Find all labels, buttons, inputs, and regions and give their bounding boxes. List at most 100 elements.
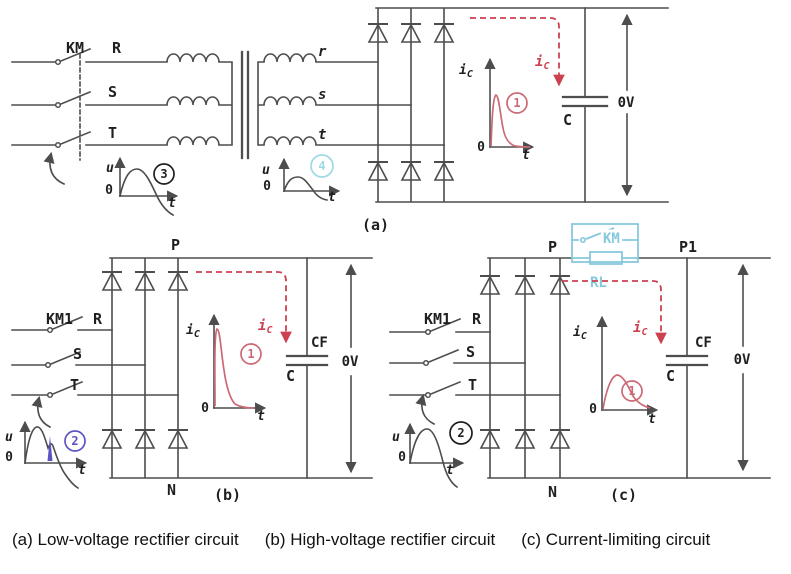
km-relay-label: KM (603, 231, 620, 247)
node-p-label: P (171, 236, 180, 254)
km-switch-blades (59, 47, 92, 146)
km1-switch-pivot (422, 359, 430, 367)
origin-label: 0 (5, 450, 13, 465)
switch-close-arrow (43, 151, 66, 186)
bridge-rails (375, 7, 669, 203)
km-contactor-label: KM (66, 39, 84, 57)
phase-t-label: T (108, 124, 117, 142)
origin-label: 0 (263, 179, 271, 194)
bypass-box-outline (571, 223, 639, 263)
u-axis-label: u (5, 430, 13, 445)
node-n-label: N (167, 481, 176, 499)
km-switch-pivot (54, 141, 62, 149)
u-axis-label: u (106, 161, 114, 176)
capacitor-plates (665, 354, 709, 367)
panel-a-label: (a) (362, 216, 389, 234)
phase-t-label: T (468, 376, 477, 394)
origin-label: 0 (201, 401, 209, 416)
secondary-r-label: r (318, 44, 327, 60)
switch-close-arrow (415, 393, 436, 426)
phase-r-label: R (472, 310, 482, 328)
km1-switch-pivot (44, 361, 52, 369)
waveform-number: 2 (457, 426, 464, 440)
caption-a: (a) Low-voltage rectifier circuit (12, 530, 239, 549)
km-switch-pivot (579, 237, 586, 244)
origin-label: 0 (477, 140, 485, 155)
cf-label: CF (695, 335, 712, 351)
waveform-number: 2 (71, 434, 78, 448)
ic-surge-curve (490, 94, 531, 148)
capacitor-label: C (563, 111, 572, 129)
km-rl-bypass-box: KM RL (571, 223, 639, 294)
t-axis-label: t (522, 148, 530, 163)
sine-wave (282, 176, 328, 201)
ic-waveform-graph: iC 0 t 1 (186, 313, 267, 424)
t-axis-label: t (446, 463, 454, 478)
secondary-coil (263, 53, 317, 63)
capacitor-plates (561, 95, 609, 108)
t-axis-label: t (328, 190, 336, 205)
phase-t-label: T (70, 376, 79, 394)
km1-switch-pivot (46, 326, 54, 334)
km1-switch-blades (49, 315, 84, 396)
capacitor-label: C (666, 367, 675, 385)
capacitor-plates (285, 354, 329, 367)
ic-axis-label: iC (573, 325, 587, 342)
circuit-c-current-limiting: KM1 R S T P P1 N KM RL C CF 0V (389, 223, 771, 504)
ov-label: 0V (618, 95, 635, 111)
waveform-number-circle (449, 421, 473, 445)
bridge-rails (487, 257, 771, 479)
waveform-number: 1 (513, 96, 520, 110)
phase-s-label: S (466, 343, 475, 361)
t-axis-label: t (168, 196, 176, 211)
u-axis-label: u (262, 163, 270, 178)
rl-resistor-label: RL (590, 275, 607, 291)
secondary-s-label: s (318, 87, 326, 103)
capacitor-label: C (286, 367, 295, 385)
ic-current-path-dashed (470, 17, 565, 87)
transformer-core (240, 50, 250, 160)
ic-waveform-graph: iC 0 t 1 (459, 57, 535, 163)
caption-c: (c) Current-limiting circuit (521, 530, 711, 549)
km1-switch-pivot (424, 328, 432, 336)
ic-current-label: iC (633, 320, 647, 338)
primary-coil (166, 96, 220, 106)
waveform-number-circle (153, 163, 175, 185)
caption-b: (b) High-voltage rectifier circuit (264, 530, 496, 549)
ic-current-path-dashed (196, 271, 292, 344)
ic-waveform-graph: iC 0 t 1 (573, 315, 659, 427)
km-switch-pivot (54, 101, 62, 109)
phase-wires (11, 61, 445, 146)
mains-voltage-graph: u 0 t 3 (105, 156, 179, 217)
km1-contactor-label: KM1 (46, 310, 73, 328)
ic-axis-label: iC (186, 323, 200, 340)
phase-wires (11, 329, 179, 396)
origin-label: 0 (105, 183, 113, 198)
km-switch-pivot (54, 58, 62, 66)
km1-switch-blades (427, 317, 462, 396)
km1-switch-pivot (46, 391, 54, 399)
km-switch-blade (585, 227, 615, 240)
waveform-number-circle (621, 380, 643, 402)
primary-coil (166, 53, 220, 63)
waveform-number: 4 (318, 159, 325, 173)
ic-current-path-dashed (562, 280, 667, 345)
origin-label: 0 (398, 450, 406, 465)
waveform-number: 1 (247, 347, 254, 361)
secondary-coil (263, 136, 317, 146)
sine-wave (119, 168, 175, 217)
panel-c-label: (c) (610, 486, 637, 504)
input-voltage-graph: u 0 t 2 (392, 421, 473, 489)
t-axis-label: t (78, 463, 86, 478)
rl-resistor (589, 251, 623, 265)
node-p1-label: P1 (679, 238, 697, 256)
secondary-voltage-graph: u 0 t 4 (262, 154, 341, 205)
waveform-number-circle (310, 154, 334, 178)
ov-label: 0V (342, 354, 359, 370)
circuit-a-low-voltage-rectifier: KM R S T r s t C 0V iC iC (11, 7, 669, 234)
cf-label: CF (311, 335, 328, 351)
phase-s-label: S (73, 345, 82, 363)
secondary-t-label: t (318, 127, 326, 143)
node-n-label: N (548, 483, 557, 501)
